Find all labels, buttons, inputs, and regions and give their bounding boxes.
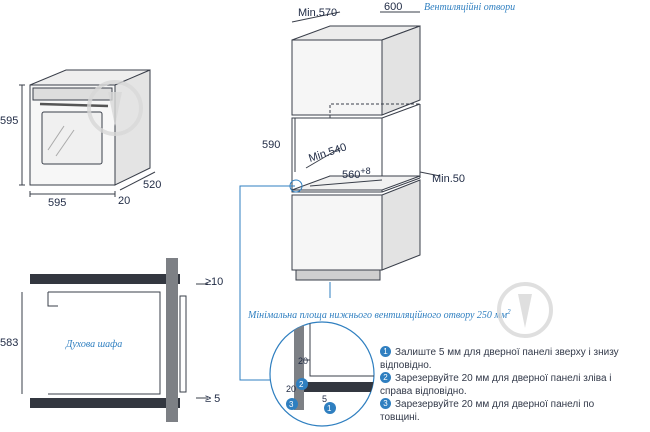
watermark-logo — [87, 80, 553, 338]
niche-shelf — [291, 175, 421, 191]
side-wall — [166, 258, 178, 422]
glass-reflection — [47, 125, 65, 151]
oven-depth-dim: 520 — [143, 179, 161, 191]
detail-shelf — [304, 382, 374, 392]
glass-reflection — [55, 129, 75, 157]
top-shelf — [30, 274, 180, 284]
niche-height-590: 590 — [262, 139, 280, 151]
oven-width-dim: 595 — [48, 197, 66, 209]
bottom-gap-dim: ≥ 5 — [205, 393, 220, 405]
dim-line-560 — [309, 179, 383, 187]
oven-section-label: Духова шафа — [65, 339, 122, 350]
cabinet-3d-view — [239, 11, 441, 381]
back-gap-min-50: Min.50 — [432, 173, 465, 185]
detail-callouts — [286, 378, 336, 414]
oven-section-height: 583 — [0, 337, 18, 349]
callout-2: 2 — [299, 380, 304, 389]
detail-dim-20-a: 20 — [298, 356, 308, 366]
bottom-shelf — [30, 398, 180, 408]
oven-handle — [39, 102, 109, 108]
oven-door-profile — [179, 295, 187, 393]
bottom-vent-opening — [295, 269, 381, 281]
oven-control-panel — [32, 87, 113, 101]
callout-3: 3 — [289, 400, 294, 409]
top-gap-dim: ≥10 — [205, 276, 223, 288]
bottom-vent-note: Мінімальна площа нижнього вентиляційного… — [247, 308, 511, 321]
lower-cabinet-front — [291, 194, 383, 271]
cabinet-min-570: Min.570 — [298, 7, 337, 19]
callout-1: 1 — [327, 404, 332, 413]
lower-cabinet-side — [381, 179, 421, 271]
dim-line-depth — [119, 171, 156, 191]
detail-dim-5: 5 — [322, 394, 327, 404]
niche-width-560: 560+8 — [342, 166, 371, 181]
detail-leader — [239, 185, 295, 381]
detail-dim-20-b: 20 — [286, 384, 296, 394]
dim-line-540 — [305, 147, 341, 169]
oven-height-dim: 595 — [0, 115, 18, 127]
detail-side-wall — [294, 322, 304, 410]
upper-cabinet-side — [381, 25, 421, 116]
section-view — [21, 258, 208, 422]
oven-door-dim: 20 — [118, 195, 130, 207]
oven-window — [41, 111, 103, 165]
vent-openings-label: Вентиляційні отвори — [424, 2, 515, 13]
cabinet-width-600: 600 — [384, 1, 402, 13]
oven-body-outline — [48, 291, 161, 395]
